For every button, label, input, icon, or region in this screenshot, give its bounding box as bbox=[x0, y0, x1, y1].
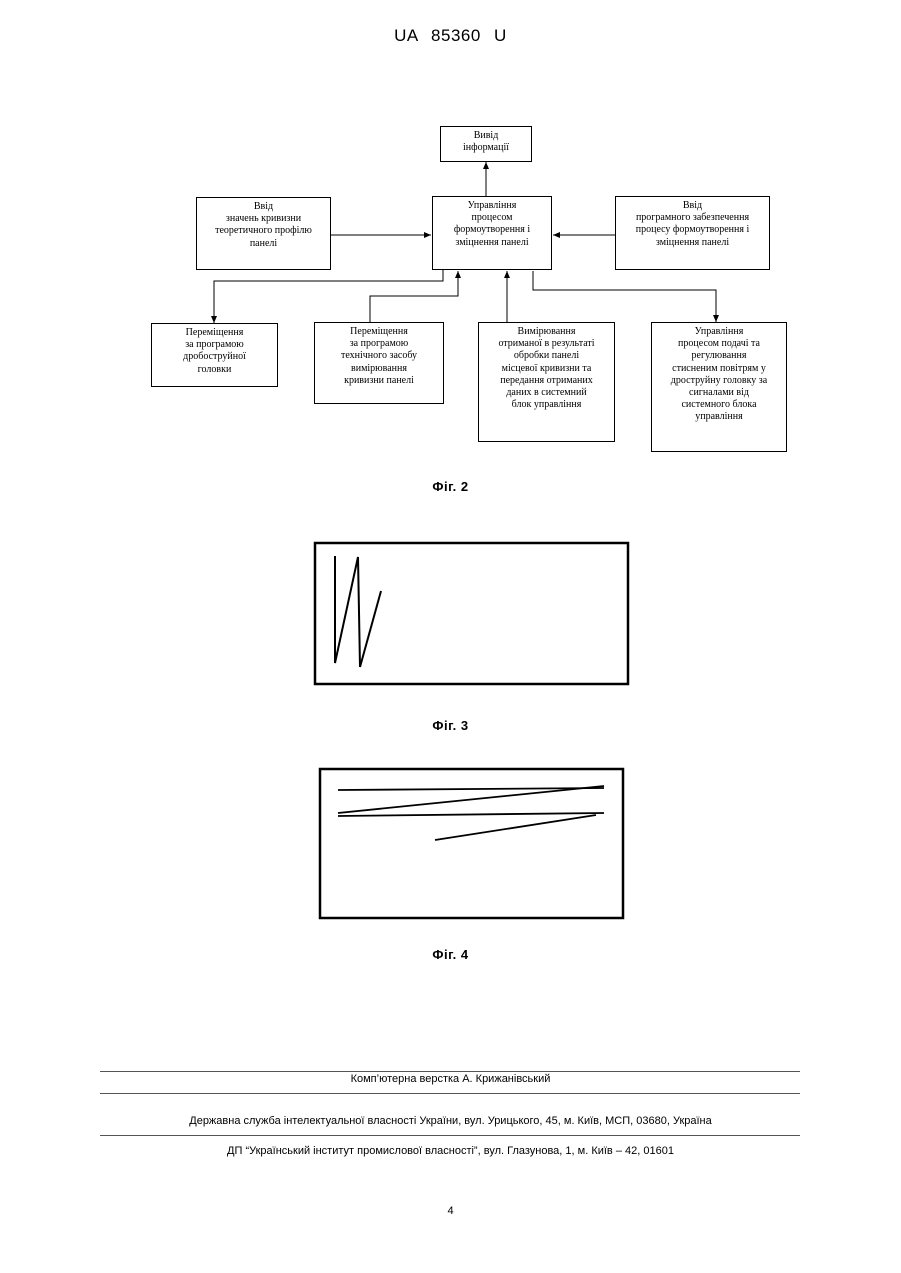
figure4-trace-4 bbox=[435, 815, 596, 840]
figure4-caption: Фіг. 4 bbox=[0, 947, 901, 962]
footer-divider-3 bbox=[100, 1135, 800, 1136]
figure4-trace-3 bbox=[338, 813, 604, 816]
footer-institute-address: ДП “Український інститут промислової вла… bbox=[0, 1145, 901, 1157]
figure4-frame bbox=[320, 769, 623, 918]
footer-agency-address: Державна служба інтелектуальної власност… bbox=[0, 1115, 901, 1127]
footer-layout-credit: Комп’ютерна верстка А. Крижанівський bbox=[0, 1073, 901, 1085]
footer-divider-2 bbox=[100, 1093, 800, 1094]
page-number: 4 bbox=[0, 1205, 901, 1217]
footer-divider-1 bbox=[100, 1071, 800, 1072]
